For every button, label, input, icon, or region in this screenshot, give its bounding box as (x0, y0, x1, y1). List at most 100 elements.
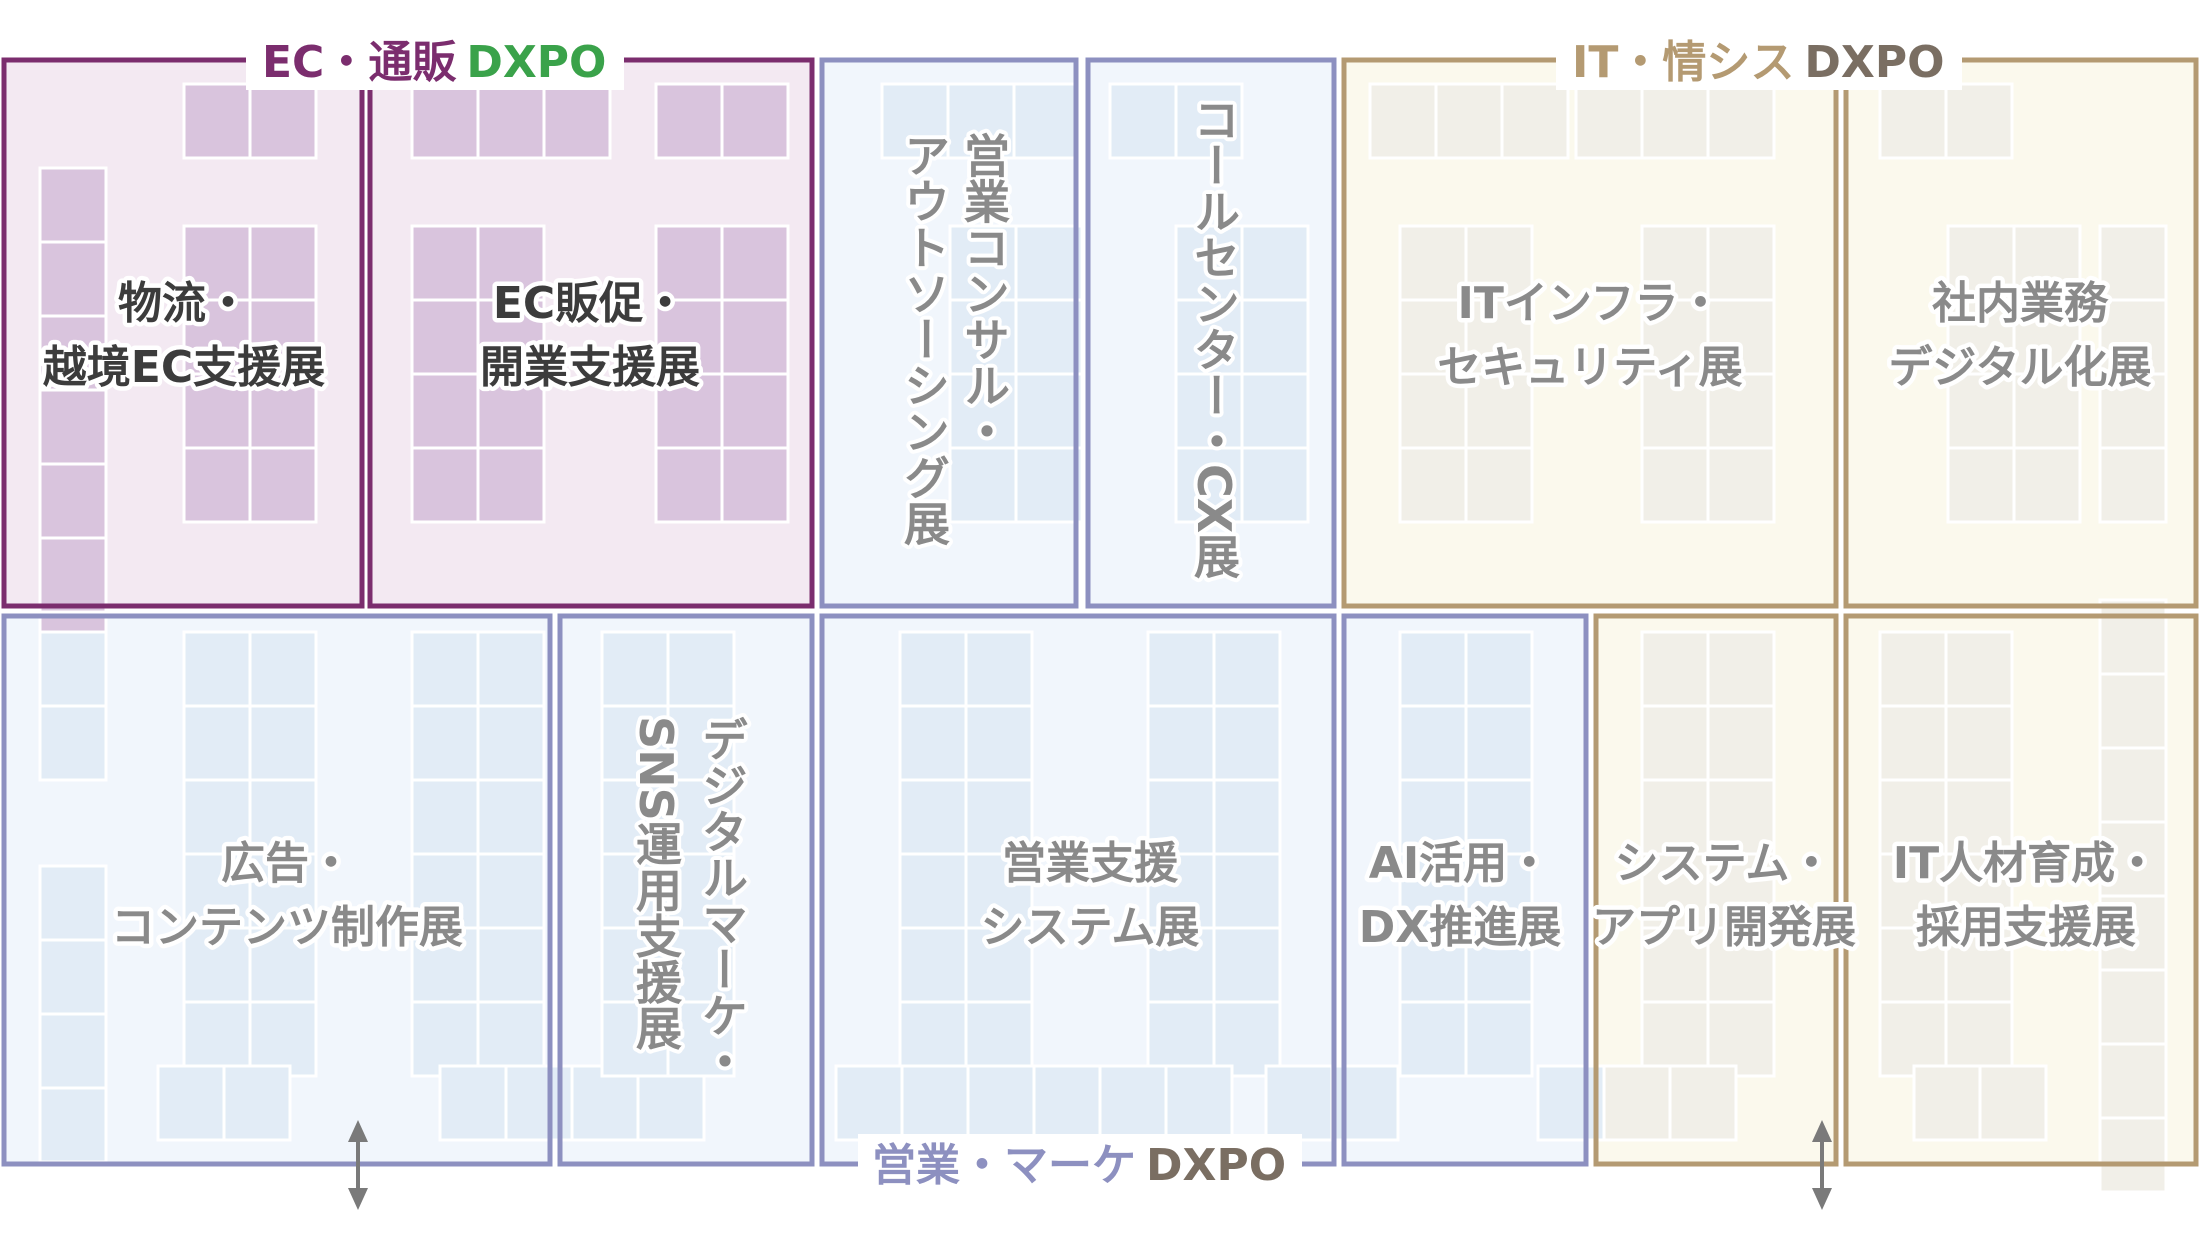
booth[interactable] (2098, 968, 2168, 1046)
booth[interactable] (2098, 1116, 2168, 1194)
booth[interactable] (898, 704, 968, 782)
booth[interactable] (2098, 446, 2168, 524)
booth[interactable] (654, 446, 724, 524)
booth[interactable] (410, 224, 480, 302)
booth[interactable] (1946, 446, 2016, 524)
booth[interactable] (1398, 1000, 1468, 1078)
booth[interactable] (2098, 224, 2168, 302)
booth[interactable] (1574, 82, 1644, 160)
booth[interactable] (38, 166, 108, 244)
booth[interactable] (1368, 82, 1438, 160)
booth[interactable] (182, 704, 252, 782)
booth[interactable] (1240, 446, 1310, 524)
booth[interactable] (1944, 926, 2014, 1004)
booth[interactable] (1640, 630, 1710, 708)
booth[interactable] (2098, 672, 2168, 750)
booth[interactable] (948, 446, 1018, 524)
booth[interactable] (1014, 298, 1084, 376)
booth[interactable] (38, 704, 108, 782)
booth[interactable] (1146, 778, 1216, 856)
booth[interactable] (248, 1000, 318, 1078)
booth[interactable] (880, 82, 950, 160)
booth[interactable] (476, 82, 546, 160)
booth[interactable] (1014, 372, 1084, 450)
booth[interactable] (38, 1012, 108, 1090)
booth[interactable] (182, 298, 252, 376)
booth[interactable] (1878, 630, 1948, 708)
booth[interactable] (666, 704, 736, 782)
booth[interactable] (182, 82, 252, 160)
booth[interactable] (2098, 894, 2168, 972)
booth[interactable] (964, 926, 1034, 1004)
booth[interactable] (248, 704, 318, 782)
booth[interactable] (1878, 1000, 1948, 1078)
booth[interactable] (1640, 1000, 1710, 1078)
booth[interactable] (1464, 446, 1534, 524)
booth[interactable] (248, 630, 318, 708)
booth[interactable] (38, 938, 108, 1016)
booth[interactable] (410, 446, 480, 524)
booth[interactable] (2098, 746, 2168, 824)
booth[interactable] (38, 314, 108, 392)
hall-ec-promo[interactable]: EC販促・ 開業支援展 (476, 274, 705, 398)
booth[interactable] (476, 224, 546, 302)
booth[interactable] (1012, 82, 1082, 160)
hall-system-app[interactable]: システム・ アプリ開発展 (1588, 834, 1861, 958)
booth[interactable] (1640, 704, 1710, 782)
booth[interactable] (1174, 372, 1244, 450)
booth[interactable] (2012, 446, 2082, 524)
booth[interactable] (1706, 778, 1776, 856)
booth[interactable] (1264, 1064, 1334, 1142)
booth[interactable] (410, 372, 480, 450)
booth[interactable] (1146, 704, 1216, 782)
booth[interactable] (964, 852, 1034, 930)
booth[interactable] (38, 388, 108, 466)
booth[interactable] (248, 852, 318, 930)
booth[interactable] (438, 1064, 508, 1142)
booth[interactable] (410, 704, 480, 782)
hall-ai-dx[interactable]: AI活用・ DX推進展 (1354, 834, 1565, 958)
booth[interactable] (1640, 372, 1710, 450)
booth[interactable] (654, 82, 724, 160)
booth[interactable] (1464, 630, 1534, 708)
booth[interactable] (476, 704, 546, 782)
booth[interactable] (1640, 446, 1710, 524)
booth[interactable] (1212, 704, 1282, 782)
booth[interactable] (2012, 298, 2082, 376)
booth[interactable] (1212, 630, 1282, 708)
booth[interactable] (1944, 852, 2014, 930)
booth[interactable] (2098, 820, 2168, 898)
booth[interactable] (1640, 298, 1710, 376)
booth[interactable] (410, 630, 480, 708)
booth[interactable] (1706, 224, 1776, 302)
booth[interactable] (248, 82, 318, 160)
booth[interactable] (1706, 704, 1776, 782)
booth[interactable] (476, 926, 546, 1004)
hall-sales-system[interactable]: 営業支援 システム展 (976, 834, 1204, 958)
booth[interactable] (1706, 1000, 1776, 1078)
booth[interactable] (156, 1064, 226, 1142)
booth[interactable] (182, 926, 252, 1004)
booth[interactable] (248, 446, 318, 524)
booth[interactable] (834, 1064, 904, 1142)
booth[interactable] (1212, 778, 1282, 856)
booth[interactable] (1706, 852, 1776, 930)
booth[interactable] (1240, 224, 1310, 302)
hall-digital-sns[interactable]: デジタルマーケ・ SNS運用支援展 (625, 712, 753, 1088)
booth[interactable] (38, 1086, 108, 1164)
booth[interactable] (1164, 1064, 1234, 1142)
booth[interactable] (964, 1000, 1034, 1078)
hall-sales-consult[interactable]: 営業コンサル・ アウトソーシング展 (893, 128, 1015, 550)
booth[interactable] (1668, 1064, 1738, 1142)
booth[interactable] (1434, 82, 1504, 160)
booth[interactable] (964, 630, 1034, 708)
booth[interactable] (948, 372, 1018, 450)
booth[interactable] (1878, 778, 1948, 856)
booth[interactable] (1240, 298, 1310, 376)
booth[interactable] (666, 630, 736, 708)
booth[interactable] (1398, 372, 1468, 450)
hall-it-talent[interactable]: IT人材育成・ 採用支援展 (1888, 834, 2163, 958)
